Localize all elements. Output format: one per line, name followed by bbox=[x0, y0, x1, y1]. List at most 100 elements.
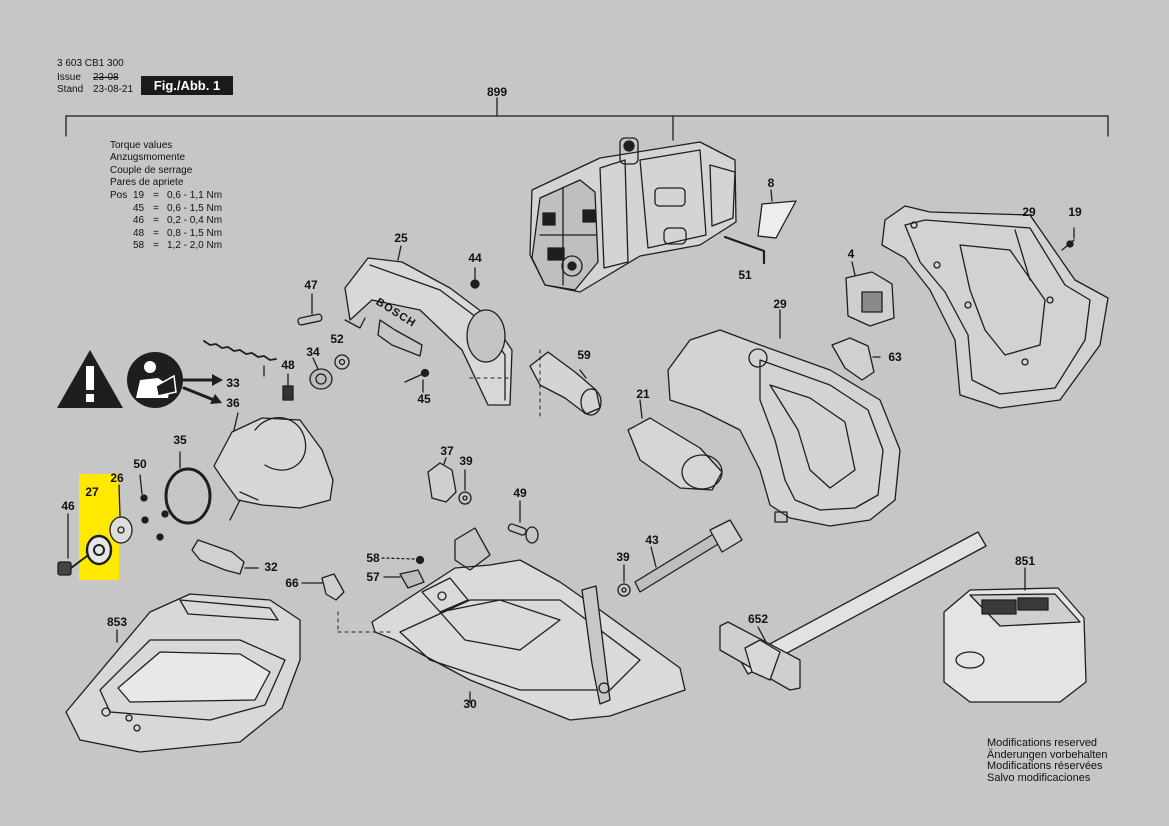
footer-line: Salvo modificaciones bbox=[987, 772, 1091, 784]
part-8-drawing bbox=[757, 200, 797, 239]
motor-housing-drawing bbox=[529, 137, 737, 293]
torque-row-value: 0,6 - 1,1 Nm bbox=[167, 190, 223, 201]
torque-line: Torque values bbox=[110, 140, 173, 151]
part-58-drawing bbox=[381, 555, 425, 565]
torque-row-value: 0,2 - 0,4 Nm bbox=[167, 215, 223, 226]
part-number-25[interactable]: 25 bbox=[394, 231, 408, 245]
part-59-nozzle-drawing bbox=[529, 351, 602, 416]
part-number-59[interactable]: 59 bbox=[577, 348, 591, 362]
part-number-49[interactable]: 49 bbox=[513, 486, 527, 500]
doc-number: 3 603 CB1 300 bbox=[57, 58, 124, 69]
part-number-35[interactable]: 35 bbox=[173, 433, 187, 447]
part-number-4[interactable]: 4 bbox=[847, 247, 855, 261]
part-number-66[interactable]: 66 bbox=[285, 576, 299, 590]
torque-row-eq: = bbox=[153, 203, 159, 214]
part-29-handle-left-drawing bbox=[667, 309, 901, 527]
part-46-drawing bbox=[57, 513, 88, 576]
part-number-50[interactable]: 50 bbox=[133, 457, 147, 471]
torque-row-value: 0,8 - 1,5 Nm bbox=[167, 228, 223, 239]
torque-line: Anzugsmomente bbox=[110, 152, 186, 163]
part-66-drawing bbox=[301, 573, 345, 601]
torque-line: Pares de apriete bbox=[110, 177, 184, 188]
warning-triangle-icon bbox=[57, 350, 123, 408]
part-number-19[interactable]: 19 bbox=[1068, 205, 1082, 219]
torque-row-eq: = bbox=[153, 228, 159, 239]
part-25-blade-guard-drawing bbox=[344, 245, 513, 406]
part-number-34[interactable]: 34 bbox=[306, 345, 320, 359]
torque-row-pos: 48 bbox=[133, 228, 145, 239]
part-number-57[interactable]: 57 bbox=[366, 570, 380, 584]
assembly-dash-lines bbox=[337, 349, 541, 633]
part-50-drawing bbox=[139, 474, 169, 541]
part-number-46[interactable]: 46 bbox=[61, 499, 75, 513]
part-853-charger-drawing bbox=[65, 593, 301, 753]
torque-row-eq: = bbox=[153, 190, 159, 201]
part-number-39[interactable]: 39 bbox=[459, 454, 473, 468]
part-number-32[interactable]: 32 bbox=[264, 560, 278, 574]
part-47-drawing bbox=[297, 293, 323, 326]
part-21-tube-drawing bbox=[627, 399, 723, 491]
part-number-26[interactable]: 26 bbox=[110, 471, 124, 485]
part-39-bottom-drawing bbox=[617, 564, 631, 597]
part-39-top-drawing bbox=[458, 469, 472, 505]
part-number-29[interactable]: 29 bbox=[1022, 205, 1036, 219]
torque-row-pos: 58 bbox=[133, 240, 145, 251]
part-number-48[interactable]: 48 bbox=[281, 358, 295, 372]
part-number-52[interactable]: 52 bbox=[330, 332, 344, 346]
part-4-drawing bbox=[845, 261, 895, 327]
part-number-44[interactable]: 44 bbox=[468, 251, 482, 265]
part-30-base-plate-drawing bbox=[371, 527, 686, 721]
part-19-screw-drawing bbox=[1061, 227, 1075, 251]
part-851-battery-drawing bbox=[943, 567, 1087, 703]
part-29-handle-right-drawing bbox=[881, 205, 1109, 409]
part-51-drawing bbox=[723, 235, 766, 265]
part-number-27[interactable]: 27 bbox=[85, 485, 99, 499]
reference-arrows bbox=[182, 378, 217, 402]
stand-value: 23-08-21 bbox=[93, 84, 134, 95]
part-number-37[interactable]: 37 bbox=[440, 444, 454, 458]
part-652-rip-fence-drawing bbox=[719, 531, 987, 691]
read-manual-icon bbox=[127, 352, 183, 408]
part-number-851[interactable]: 851 bbox=[1014, 554, 1036, 568]
part-number-63[interactable]: 63 bbox=[888, 350, 902, 364]
part-number-899[interactable]: 899 bbox=[486, 85, 508, 99]
torque-pos-label: Pos bbox=[110, 190, 128, 201]
footer-line: Modifications reserved bbox=[987, 737, 1098, 749]
part-27-drawing bbox=[85, 534, 113, 566]
part-number-51[interactable]: 51 bbox=[738, 268, 752, 282]
part-45-drawing bbox=[404, 368, 430, 393]
torque-row-eq: = bbox=[153, 215, 159, 226]
torque-row-pos: 19 bbox=[133, 190, 145, 201]
part-26-drawing bbox=[109, 484, 133, 544]
part-32-drawing bbox=[191, 539, 259, 575]
part-number-36[interactable]: 36 bbox=[226, 396, 240, 410]
torque-row-pos: 45 bbox=[133, 203, 145, 214]
part-number-30[interactable]: 30 bbox=[463, 697, 477, 711]
issue-label: Issue bbox=[57, 72, 81, 83]
part-number-58[interactable]: 58 bbox=[366, 551, 380, 565]
part-number-8[interactable]: 8 bbox=[767, 176, 775, 190]
torque-row-pos: 46 bbox=[133, 215, 145, 226]
part-34-drawing bbox=[309, 357, 333, 390]
part-35-drawing bbox=[164, 451, 212, 525]
part-number-33[interactable]: 33 bbox=[226, 376, 240, 390]
part-number-652[interactable]: 652 bbox=[747, 612, 769, 626]
part-number-45[interactable]: 45 bbox=[417, 392, 431, 406]
part-number-853[interactable]: 853 bbox=[106, 615, 128, 629]
part-49-drawing bbox=[507, 500, 539, 544]
torque-row-value: 1,2 - 2,0 Nm bbox=[167, 240, 223, 251]
part-36-lower-guard-drawing bbox=[213, 412, 334, 521]
part-number-43[interactable]: 43 bbox=[645, 533, 659, 547]
part-number-47[interactable]: 47 bbox=[304, 278, 318, 292]
torque-row-value: 0,6 - 1,5 Nm bbox=[167, 203, 223, 214]
part-52-drawing bbox=[334, 354, 350, 370]
part-number-29-center[interactable]: 29 bbox=[773, 297, 787, 311]
part-number-39-lower[interactable]: 39 bbox=[616, 550, 630, 564]
part-43-threaded-rod-drawing bbox=[634, 519, 743, 593]
part-37-drawing bbox=[427, 457, 457, 503]
part-number-21[interactable]: 21 bbox=[636, 387, 650, 401]
part-57-drawing bbox=[383, 569, 425, 589]
part-44-drawing bbox=[470, 267, 480, 289]
part-33-spring-drawing bbox=[203, 340, 277, 377]
